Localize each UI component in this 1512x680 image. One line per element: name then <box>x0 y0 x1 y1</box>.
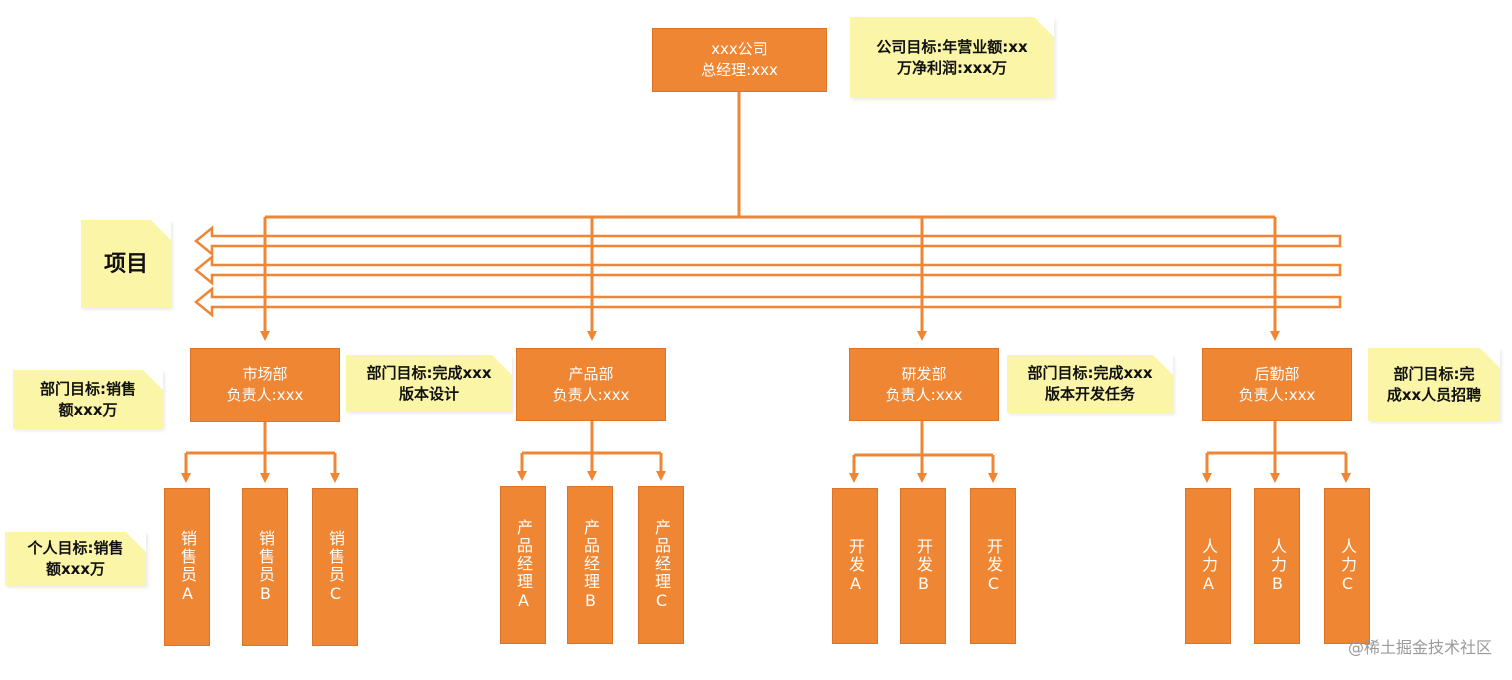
member-pm-b[interactable]: 产品经理B <box>567 486 613 644</box>
member-pm-c[interactable]: 产品经理C <box>638 486 684 644</box>
project-arrow-1 <box>194 225 1342 257</box>
company-manager: 总经理:xxx <box>701 61 778 79</box>
member-hr-a[interactable]: 人力A <box>1185 488 1231 644</box>
company-goal-note: 公司目标:年营业额:xx 万净利润:xxx万 <box>850 17 1054 98</box>
member-sales-c[interactable]: 销售员C <box>312 488 358 646</box>
member-hr-c[interactable]: 人力C <box>1324 488 1370 644</box>
dept-product[interactable]: 产品部 负责人:xxx <box>516 348 666 421</box>
member-dev-a[interactable]: 开发A <box>832 488 878 644</box>
project-note: 项目 <box>81 220 171 308</box>
project-arrow-2 <box>194 254 1342 286</box>
member-hr-b[interactable]: 人力B <box>1254 488 1300 644</box>
project-arrow-3 <box>194 286 1342 318</box>
dept-rnd[interactable]: 研发部 负责人:xxx <box>849 348 999 421</box>
member-pm-a[interactable]: 产品经理A <box>500 486 546 644</box>
dept-goal-note-rnd: 部门目标:完成xxx 版本开发任务 <box>1007 355 1173 413</box>
member-dev-b[interactable]: 开发B <box>900 488 946 644</box>
project-label: 项目 <box>103 251 148 277</box>
dept-market[interactable]: 市场部 负责人:xxx <box>190 348 340 422</box>
personal-goal-note: 个人目标:销售 额xxx万 <box>5 532 146 586</box>
member-dev-c[interactable]: 开发C <box>970 488 1016 644</box>
dept-goal-note-market: 部门目标:销售 额xxx万 <box>13 370 163 429</box>
dept-logistics[interactable]: 后勤部 负责人:xxx <box>1202 348 1352 421</box>
dept-goal-note-product: 部门目标:完成xxx 版本设计 <box>346 355 512 412</box>
member-sales-a[interactable]: 销售员A <box>164 488 210 646</box>
company-node[interactable]: xxx公司 总经理:xxx <box>652 28 827 92</box>
watermark: @稀土掘金技术社区 <box>1347 638 1492 657</box>
company-name: xxx公司 <box>711 40 768 58</box>
dept-goal-note-logistics: 部门目标:完 成xx人员招聘 <box>1368 348 1500 421</box>
member-sales-b[interactable]: 销售员B <box>242 488 288 646</box>
